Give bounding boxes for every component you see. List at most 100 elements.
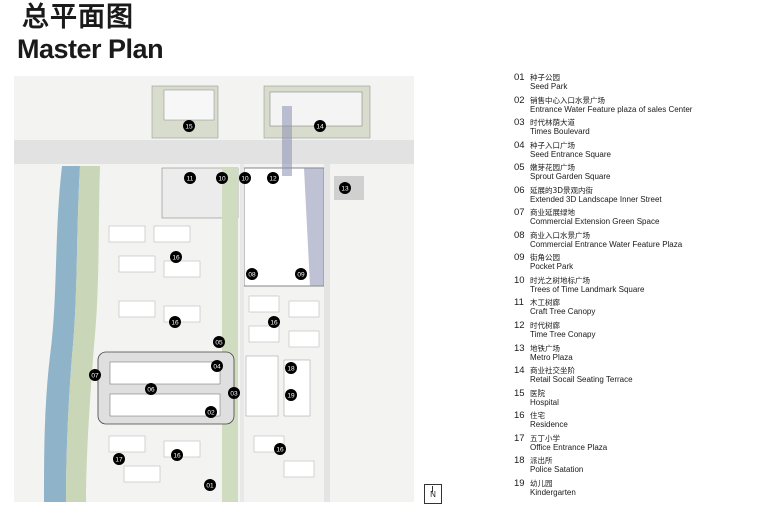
svg-text:15: 15 xyxy=(185,124,193,131)
legend-label-zh: 住宅 xyxy=(530,411,545,421)
legend-label-zh: 嫩芽花园广场 xyxy=(530,163,575,173)
legend-label-zh: 时光之树地标广场 xyxy=(530,275,590,285)
plan-marker: 07 xyxy=(89,369,101,381)
legend-number: 04 xyxy=(514,139,525,151)
legend-label-en: Commercial Entrance Water Feature Plaza xyxy=(530,239,683,249)
legend-label-en: Retail Socail Seating Terrace xyxy=(530,375,633,385)
svg-text:16: 16 xyxy=(173,453,181,460)
legend-number: 06 xyxy=(514,184,525,196)
plan-marker: 19 xyxy=(285,389,297,401)
legend-label-zh: 商业入口水景广场 xyxy=(530,230,590,240)
plan-marker: 06 xyxy=(145,383,157,395)
legend-number: 09 xyxy=(514,252,525,264)
legend-label-zh: 商业延展绿地 xyxy=(530,208,575,218)
legend-label-zh: 延展的3D景观内街 xyxy=(530,185,594,195)
legend-label-zh: 地铁广场 xyxy=(530,343,560,353)
plan-marker: 09 xyxy=(295,268,307,280)
legend-number: 13 xyxy=(514,342,525,354)
legend-label-en: Pocket Park xyxy=(530,262,574,272)
plan-marker: 10 xyxy=(216,172,228,184)
legend-number: 12 xyxy=(514,320,525,332)
svg-text:10: 10 xyxy=(241,176,249,183)
legend-label-zh: 派出所 xyxy=(530,456,553,466)
page-title-english: Master Plan xyxy=(17,34,164,64)
legend-number: 16 xyxy=(514,410,525,422)
site-plan-svg: 15 14 11 10 10 12 13 16 08 09 16 16 05 0… xyxy=(14,76,414,502)
legend-label-en: Police Satation xyxy=(530,465,584,475)
legend-number: 11 xyxy=(514,297,524,309)
svg-text:10: 10 xyxy=(218,176,226,183)
plan-marker: 01 xyxy=(204,479,216,491)
north-arrow: N xyxy=(424,484,442,504)
legend-label-zh: 种子入口广场 xyxy=(530,140,575,150)
legend-label-en: Commercial Extension Green Space xyxy=(530,217,660,227)
legend-label-en: Trees of Time Landmark Square xyxy=(530,284,645,294)
plan-marker: 16 xyxy=(170,251,182,263)
legend-number: 15 xyxy=(514,387,525,399)
legend-number: 17 xyxy=(514,432,525,444)
plan-marker: 18 xyxy=(285,362,297,374)
legend-label-en: Residence xyxy=(530,420,568,430)
legend-label-zh: 幼儿园 xyxy=(530,478,553,488)
plan-marker: 15 xyxy=(183,120,195,132)
legend-number: 19 xyxy=(514,477,525,489)
legend-label-en: Extended 3D Landscape Inner Street xyxy=(530,194,662,204)
svg-text:14: 14 xyxy=(316,124,324,131)
legend-label-zh: 种子公园 xyxy=(530,73,560,82)
legend-label-en: Seed Park xyxy=(530,82,568,91)
svg-text:16: 16 xyxy=(171,320,179,327)
svg-text:04: 04 xyxy=(213,364,221,371)
legend-number: 14 xyxy=(514,365,525,377)
plan-marker: 10 xyxy=(239,172,251,184)
plan-marker: 08 xyxy=(246,268,258,280)
plan-markers: 15 14 11 10 10 12 13 16 08 09 16 16 05 0… xyxy=(89,120,351,491)
legend-label-zh: 商业社交坐阶 xyxy=(530,366,575,376)
svg-text:12: 12 xyxy=(269,176,277,183)
svg-text:18: 18 xyxy=(287,366,295,373)
legend-number: 03 xyxy=(514,117,525,129)
svg-text:17: 17 xyxy=(115,457,123,464)
plan-marker: 16 xyxy=(268,316,280,328)
plan-marker: 11 xyxy=(184,172,196,184)
legend-label-en: Time Tree Conapy xyxy=(530,330,596,340)
svg-text:06: 06 xyxy=(147,387,155,394)
legend-label-zh: 五丁小学 xyxy=(530,433,560,443)
svg-text:19: 19 xyxy=(287,393,295,400)
legend-label-zh: 销售中心入口水景广场 xyxy=(530,95,605,105)
legend-number: 01 xyxy=(514,72,525,83)
svg-text:13: 13 xyxy=(341,186,349,193)
plan-marker: 16 xyxy=(171,449,183,461)
legend-number: 08 xyxy=(514,229,525,241)
plan-marker: 17 xyxy=(113,453,125,465)
svg-text:16: 16 xyxy=(276,447,284,454)
svg-text:11: 11 xyxy=(187,176,194,183)
legend-label-en: Office Entrance Plaza xyxy=(530,442,608,452)
svg-text:16: 16 xyxy=(172,255,180,262)
plan-marker: 16 xyxy=(274,443,286,455)
plan-marker: 16 xyxy=(169,316,181,328)
legend-label-en: Kindergarten xyxy=(530,487,576,497)
legend-label-en: Seed Entrance Square xyxy=(530,149,611,159)
svg-text:08: 08 xyxy=(248,272,256,279)
svg-text:16: 16 xyxy=(270,320,278,327)
north-label: N xyxy=(430,490,436,499)
master-plan-drawing: 15 14 11 10 10 12 13 16 08 09 16 16 05 0… xyxy=(14,76,414,502)
legend-number: 07 xyxy=(514,207,525,219)
plan-marker: 02 xyxy=(205,406,217,418)
svg-text:01: 01 xyxy=(206,483,214,490)
